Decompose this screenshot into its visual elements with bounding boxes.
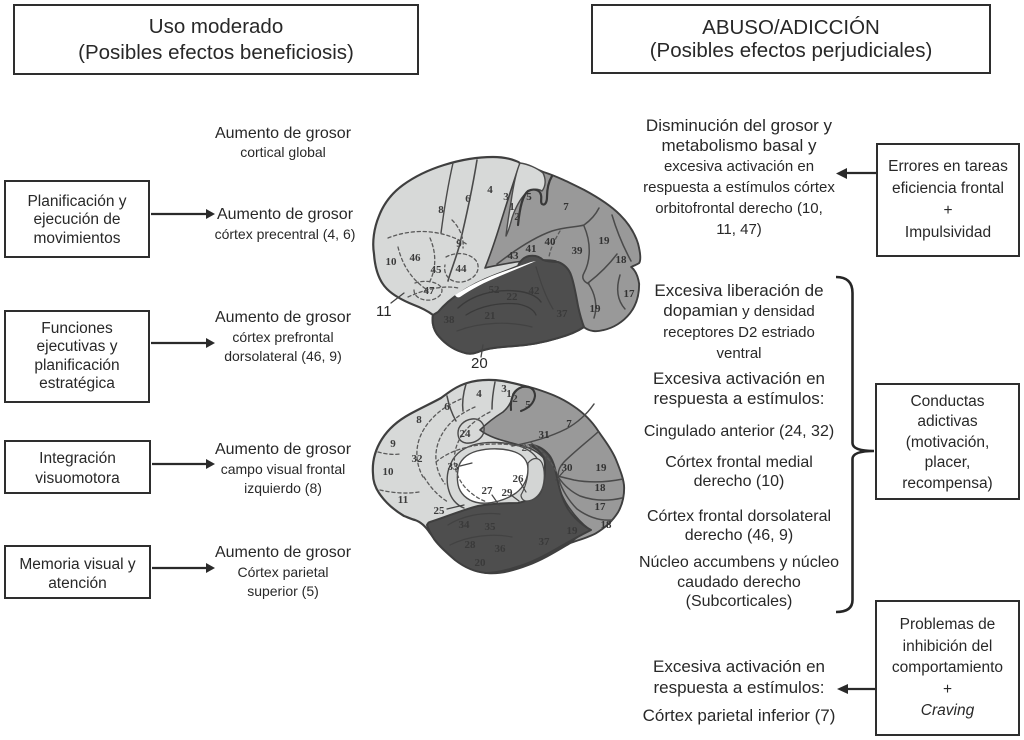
- svg-text:11: 11: [398, 494, 408, 506]
- svg-text:6: 6: [444, 401, 450, 413]
- svg-text:18: 18: [601, 519, 613, 531]
- svg-text:19: 19: [590, 303, 602, 315]
- svg-text:35: 35: [485, 521, 497, 533]
- svg-text:20: 20: [475, 557, 487, 569]
- svg-text:2: 2: [514, 211, 520, 223]
- svg-text:1: 1: [506, 388, 512, 400]
- svg-text:38: 38: [444, 314, 456, 326]
- svg-text:37: 37: [557, 308, 569, 320]
- svg-text:17: 17: [595, 501, 607, 513]
- svg-text:3: 3: [501, 383, 507, 395]
- svg-text:32: 32: [412, 453, 424, 465]
- svg-text:4: 4: [476, 388, 482, 400]
- svg-text:17: 17: [624, 288, 636, 300]
- svg-text:24: 24: [460, 428, 472, 440]
- svg-text:1: 1: [509, 201, 515, 213]
- svg-text:7: 7: [566, 418, 572, 430]
- svg-text:46: 46: [410, 252, 422, 264]
- svg-text:7: 7: [563, 201, 569, 213]
- svg-text:31: 31: [539, 429, 550, 441]
- svg-text:26: 26: [513, 473, 525, 485]
- svg-text:18: 18: [595, 482, 607, 494]
- svg-text:47: 47: [424, 285, 436, 297]
- svg-text:40: 40: [545, 236, 557, 248]
- svg-text:37: 37: [539, 536, 551, 548]
- svg-text:10: 10: [383, 466, 395, 478]
- svg-text:9: 9: [390, 438, 396, 450]
- svg-text:10: 10: [386, 256, 398, 268]
- svg-text:44: 44: [456, 263, 468, 275]
- svg-text:30: 30: [562, 462, 574, 474]
- svg-text:9: 9: [456, 238, 462, 250]
- svg-text:28: 28: [465, 539, 477, 551]
- svg-text:2: 2: [512, 393, 518, 405]
- svg-text:27: 27: [482, 485, 494, 497]
- svg-text:8: 8: [438, 204, 444, 216]
- svg-text:21: 21: [485, 310, 496, 322]
- svg-text:4: 4: [487, 184, 493, 196]
- svg-text:3: 3: [503, 191, 509, 203]
- svg-text:22: 22: [507, 291, 519, 303]
- svg-text:25: 25: [434, 505, 446, 517]
- svg-text:8: 8: [416, 414, 422, 426]
- svg-text:41: 41: [526, 243, 537, 255]
- svg-text:19: 19: [567, 525, 579, 537]
- svg-text:18: 18: [616, 254, 628, 266]
- svg-text:45: 45: [431, 264, 443, 276]
- svg-text:19: 19: [599, 235, 611, 247]
- svg-text:52: 52: [489, 284, 501, 296]
- svg-text:5: 5: [525, 399, 531, 411]
- svg-text:36: 36: [495, 543, 507, 555]
- svg-text:5: 5: [526, 191, 532, 203]
- svg-text:29: 29: [502, 487, 514, 499]
- svg-text:23: 23: [522, 442, 534, 454]
- svg-text:43: 43: [508, 250, 520, 262]
- svg-text:33: 33: [448, 461, 460, 473]
- svg-text:6: 6: [465, 193, 471, 205]
- svg-text:34: 34: [459, 519, 471, 531]
- svg-text:19: 19: [596, 462, 608, 474]
- svg-text:39: 39: [572, 245, 584, 257]
- svg-text:42: 42: [529, 285, 541, 297]
